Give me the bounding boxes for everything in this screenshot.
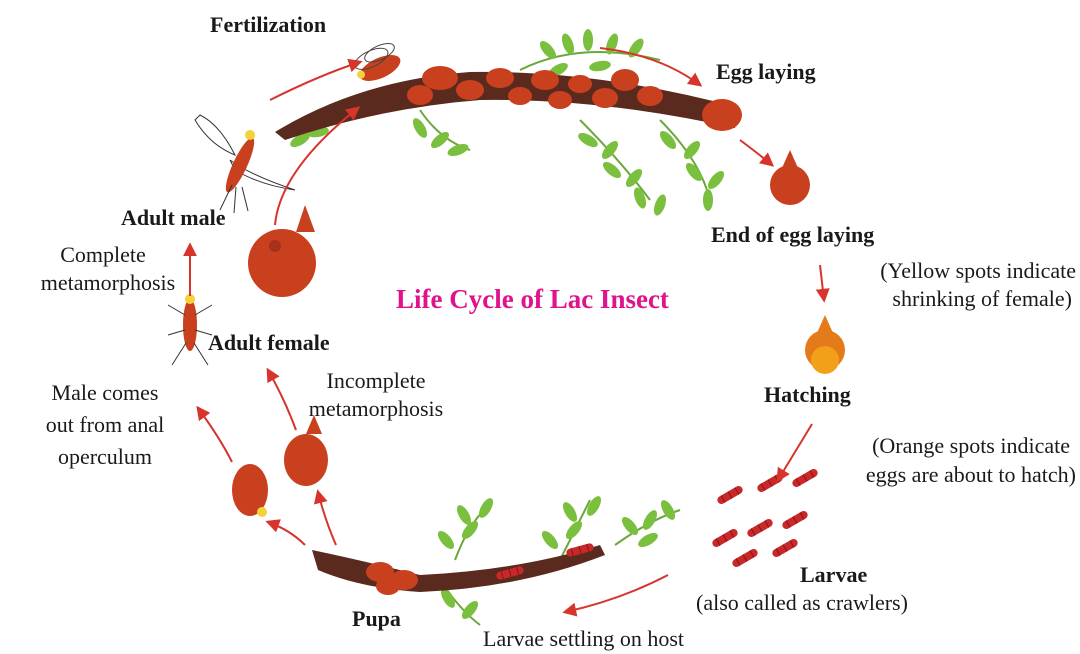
note-hatching-2: eggs are about to hatch) (810, 462, 1076, 488)
note-larvae: (also called as crawlers) (696, 590, 908, 616)
note-end-egg-laying-2: shrinking of female) (830, 286, 1072, 312)
label-male-out-2: out from anal (20, 412, 190, 438)
note-end-egg-laying-1: (Yellow spots indicate (830, 258, 1076, 284)
label-adult-female: Adult female (208, 330, 330, 356)
label-end-egg-laying: End of egg laying (711, 222, 874, 248)
larva-crawler-icon (711, 468, 819, 569)
label-male-out-1: Male comes (20, 380, 190, 406)
label-larvae: Larvae (800, 562, 867, 588)
female-lac-insect-icon (702, 99, 742, 131)
label-fertilization: Fertilization (210, 12, 326, 38)
note-hatching-1: (Orange spots indicate (818, 433, 1070, 459)
label-complete-1: Complete (28, 242, 178, 268)
leaf-sprig-icon (615, 498, 680, 550)
male-cocoon (232, 464, 268, 517)
female-lac-insect-icon (284, 415, 328, 486)
label-incomplete-2: metamorphosis (296, 396, 456, 422)
label-larvae-settling: Larvae settling on host (483, 626, 684, 652)
female-lac-insect-icon (805, 315, 845, 374)
label-complete-2: metamorphosis (22, 270, 194, 296)
leaf-sprig-icon (576, 120, 668, 217)
leaf-sprig-icon (657, 120, 727, 211)
female-lac-insect-icon (248, 205, 316, 297)
female-lac-insect-icon (770, 150, 810, 205)
label-pupa: Pupa (352, 606, 401, 632)
label-incomplete-1: Incomplete (296, 368, 456, 394)
diagram-title: Life Cycle of Lac Insect (396, 284, 669, 315)
label-egg-laying: Egg laying (716, 59, 816, 85)
label-male-out-3: operculum (20, 444, 190, 470)
leaf-sprig-icon (435, 496, 496, 560)
label-adult-male: Adult male (121, 205, 226, 231)
top-host-branch (275, 29, 742, 217)
label-hatching: Hatching (764, 382, 851, 408)
wingless-male-icon (168, 294, 212, 365)
